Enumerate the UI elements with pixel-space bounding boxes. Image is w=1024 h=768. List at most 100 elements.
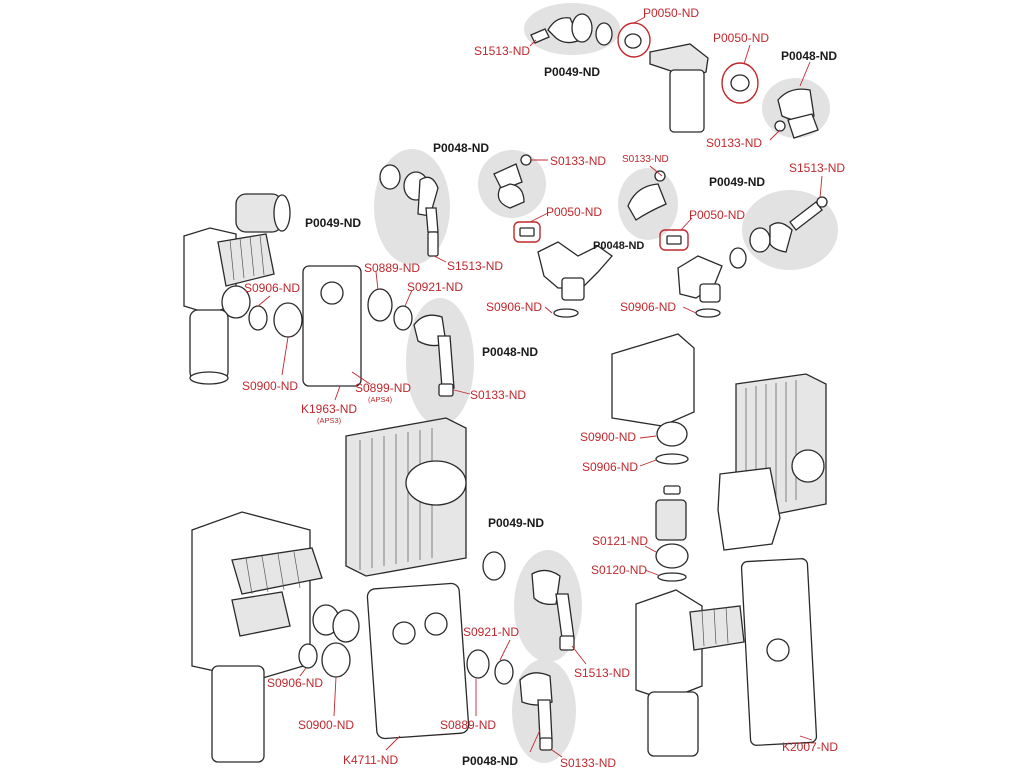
label-s0906-bottom: S0906-ND — [267, 676, 323, 690]
washer-s0906-left — [248, 305, 268, 331]
right-mid-group — [659, 196, 828, 318]
siphon-drain-pipe — [189, 309, 229, 381]
label-s0889-mid: S0889-ND — [364, 261, 420, 275]
leader-lines — [257, 16, 823, 758]
siphon-hose-bottom-lower — [231, 591, 291, 637]
label-s0900-right: S0900-ND — [580, 430, 636, 444]
siphon-drain-bottom — [211, 665, 265, 763]
siphon-hose-ribbed — [217, 233, 275, 287]
label-p0050-mid1: P0050-ND — [546, 205, 602, 219]
label-s0133-small: S0133-ND — [622, 154, 669, 165]
label-s0906-mid2: S0906-ND — [620, 300, 676, 314]
highlight-ring-p0050-top2 — [721, 62, 759, 104]
label-p0050-mid2: P0050-ND — [689, 208, 745, 222]
valve-body-right — [655, 499, 687, 541]
cover-plate-hole — [320, 281, 344, 305]
siphon-box-bottom — [191, 511, 311, 681]
label-s0921-bottom: S0921-ND — [463, 625, 519, 639]
siphon-outlet — [221, 285, 251, 319]
siphon-box-right — [635, 589, 703, 701]
y-connector-mid — [537, 241, 613, 289]
label-s0900-bottom: S0900-ND — [298, 718, 354, 732]
label-p0050-top2: P0050-ND — [713, 31, 769, 45]
label-p0049-bottom: P0049-ND — [488, 516, 544, 530]
elbow-p0048-bottom-barb — [537, 699, 553, 741]
tee-stem — [669, 69, 705, 133]
label-p0048-top: P0048-ND — [781, 49, 837, 63]
highlight-p0050-mid — [513, 221, 541, 243]
nut-right — [749, 227, 771, 253]
elbow-p0049-right — [769, 222, 793, 253]
radiator-box-right-lower — [717, 467, 781, 551]
bottom-right-assembly — [611, 333, 827, 757]
ring-p0049-left — [379, 164, 401, 190]
washer-s0906-mid1 — [553, 308, 579, 318]
label-s0121: S0121-ND — [592, 534, 648, 548]
nut-top — [571, 13, 593, 43]
label-s0133-top: S0133-ND — [706, 136, 762, 150]
washer-s0921-bottom — [494, 659, 514, 685]
bottom-left-assembly — [191, 417, 575, 763]
label-k4711: K4711-ND — [343, 753, 398, 767]
label-p0048-left: P0048-ND — [482, 345, 538, 359]
tip-s0133-bottom — [539, 737, 553, 751]
hood-cover — [611, 333, 695, 427]
nut-s0900-left — [273, 302, 303, 338]
part-labels: S1513-ND P0049-ND P0050-ND P0050-ND P004… — [242, 6, 845, 768]
highlight-p0050-mid2 — [659, 229, 689, 251]
label-s0906-left: S0906-ND — [244, 281, 300, 295]
radiator-box-right-cap — [791, 449, 825, 483]
elbow-top — [777, 88, 815, 121]
elbow-p0048-mid — [493, 163, 523, 191]
elbow-p0049-left-barb — [425, 207, 439, 233]
washer-top — [595, 22, 613, 46]
tip-s1513-bottom — [559, 635, 575, 651]
label-s0899: S0899-ND — [355, 381, 411, 395]
nut-s0889-mid — [367, 288, 393, 322]
y-connector-right-outlet — [699, 283, 721, 303]
label-p0049-left: P0049-ND — [305, 216, 361, 230]
nut-s0889-bottom — [466, 649, 490, 679]
hose-tip — [530, 28, 550, 44]
cover-plate-k4711 — [366, 582, 470, 740]
label-s1513-mid: S1513-ND — [447, 259, 503, 273]
elbow-top-barb — [787, 113, 819, 139]
label-k2007: K2007-ND — [782, 740, 838, 754]
label-aps3: (APS3) — [317, 416, 342, 425]
left-elbow-group — [379, 164, 439, 257]
washer-s0906-right — [655, 453, 689, 465]
siphon-drain-right — [647, 691, 699, 757]
clip-top2 — [730, 74, 750, 92]
elbow-p0048-mid2 — [627, 183, 667, 221]
nut-s0121 — [655, 543, 689, 569]
tip-s1513-mid — [427, 231, 439, 257]
siphon-hose-bottom-upper — [231, 547, 323, 595]
cover-plate-k4711-hole1 — [392, 621, 416, 645]
label-p0048-bottom: P0048-ND — [462, 754, 518, 768]
middle-elbow-group — [493, 154, 667, 318]
clip-p0050-mid — [519, 227, 535, 237]
cover-plate-k2007-hole — [766, 638, 790, 662]
cover-plate-k4711-hole2 — [424, 612, 448, 636]
label-s0120: S0120-ND — [591, 563, 647, 577]
radiator-box-bottom — [345, 417, 467, 577]
clip-top — [624, 33, 642, 49]
label-p0048-obscured: P0048-ND — [593, 240, 644, 252]
nut-s0900-right — [656, 421, 688, 447]
tip-s0133-mid2 — [654, 170, 666, 182]
label-s0133-left: S0133-ND — [470, 388, 526, 402]
washer-right — [729, 247, 747, 269]
label-s0133-bottom: S0133-ND — [560, 756, 616, 768]
radiator-box-cap — [405, 460, 467, 506]
top-assembly — [530, 13, 819, 139]
tip-s0133-mid — [520, 154, 532, 166]
siphon-hose-right — [689, 605, 745, 651]
hose-s1513-right — [789, 201, 823, 231]
elbow-p0049-bottom — [531, 569, 561, 606]
tip-s0133-left — [438, 383, 454, 397]
elbow-p0048-left-barb — [437, 335, 455, 389]
left-upper-assembly — [183, 193, 455, 397]
cap-face — [273, 194, 291, 232]
label-aps4: (APS4) — [368, 395, 393, 404]
nut-p0049-bottom — [482, 551, 506, 581]
